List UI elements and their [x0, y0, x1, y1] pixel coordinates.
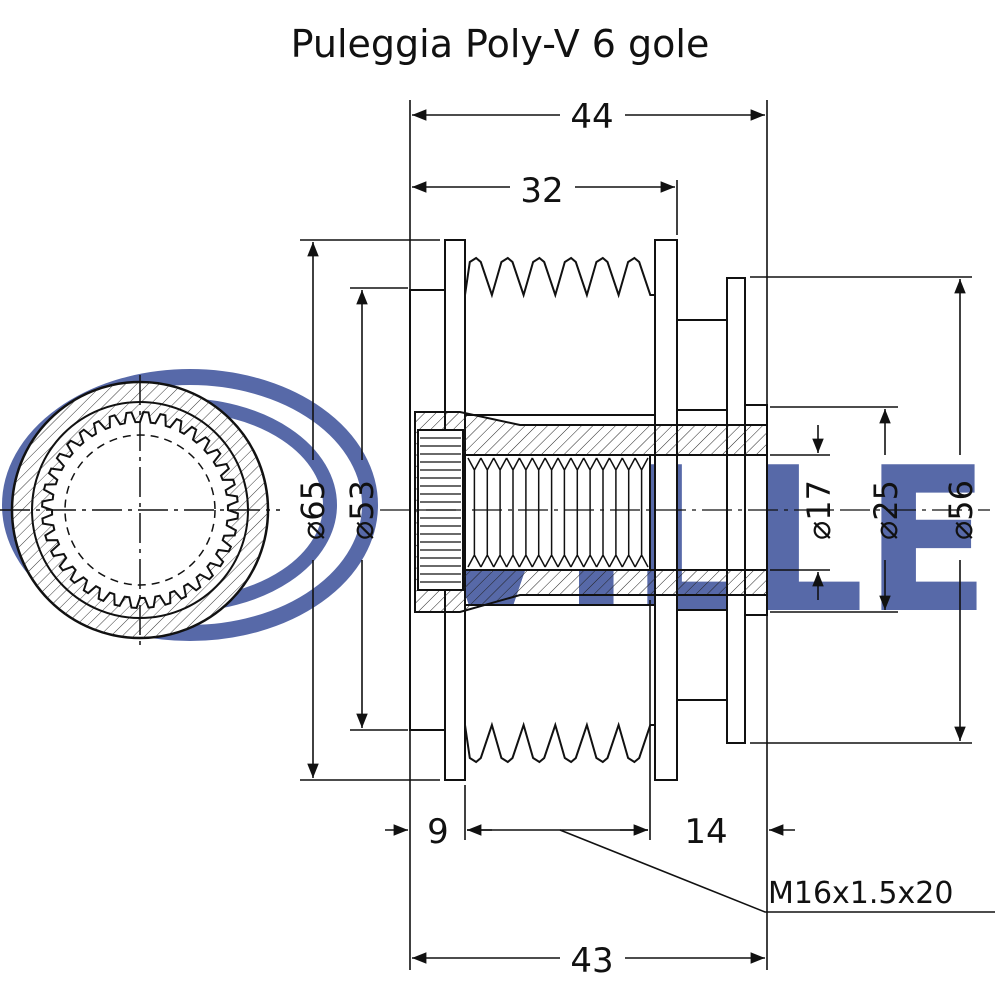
dim-front-offset: 9 [427, 812, 449, 852]
svg-text:⌀17: ⌀17 [800, 480, 838, 540]
dimension-lines [300, 100, 995, 970]
poly-v-grooves-top [464, 256, 656, 416]
svg-text:⌀53: ⌀53 [343, 480, 381, 540]
svg-text:⌀65: ⌀65 [294, 480, 332, 540]
poly-v-grooves-bottom [464, 604, 656, 764]
svg-text:⌀56: ⌀56 [942, 480, 980, 540]
dim-diameter-65: ⌀65 [294, 480, 332, 540]
spline-insert-lines [420, 437, 461, 583]
dim-rear-section: 14 [684, 812, 727, 852]
dim-overall-length: 44 [570, 97, 613, 137]
dim-diameter-17: ⌀17 [800, 480, 838, 540]
thread-profile [467, 457, 649, 568]
spline-end-view [0, 375, 280, 650]
pulley-section-view [380, 239, 990, 781]
svg-text:⌀25: ⌀25 [867, 480, 905, 540]
thread-callout: M16x1.5x20 [768, 876, 953, 911]
dim-pulley-length: 32 [520, 171, 563, 211]
dim-diameter-25: ⌀25 [867, 480, 905, 540]
dim-diameter-56: ⌀56 [942, 480, 980, 540]
dim-total-length: 43 [570, 941, 613, 981]
drawing-title: Puleggia Poly-V 6 gole [290, 22, 710, 66]
dim-diameter-53: ⌀53 [343, 480, 381, 540]
